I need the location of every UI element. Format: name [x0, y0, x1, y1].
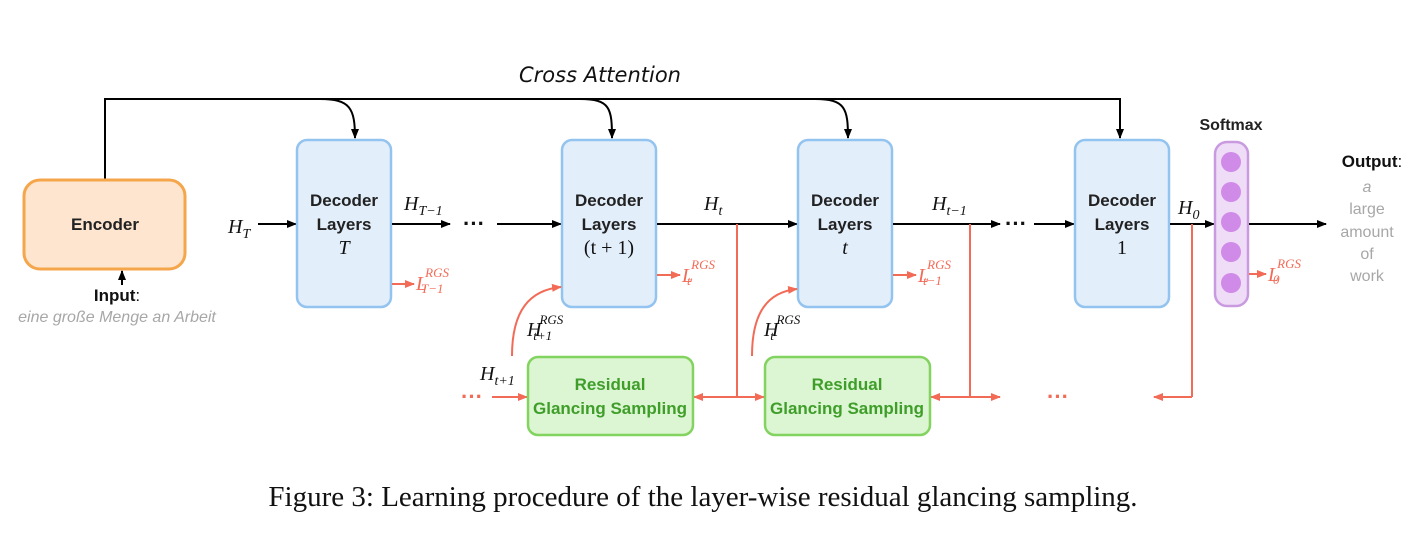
rgs-box-2: [763, 355, 932, 437]
decoder-T-index: T: [338, 237, 351, 259]
input-label: Input: [94, 286, 136, 305]
softmax-dot: [1221, 242, 1241, 262]
decoder-t-index: t: [842, 237, 848, 259]
decoder-t-plus-1-line1: Decoder: [575, 191, 643, 210]
softmax-label: Softmax: [1199, 117, 1262, 134]
output-word: of: [1360, 246, 1374, 263]
decoder-box-t-plus-1: [560, 138, 658, 309]
ellipsis-right: ···: [1047, 384, 1069, 409]
decoder-t-plus-1-index: (t + 1): [584, 237, 634, 259]
h-t-minus-1-label: Ht−1: [931, 193, 967, 219]
decoder-box-1: [1073, 138, 1171, 309]
decoder-1-line1: Decoder: [1088, 191, 1156, 210]
output-label: Output: [1342, 152, 1398, 171]
rgs-box-1: [526, 355, 695, 437]
cross-attention-label: Cross Attention: [519, 63, 681, 87]
decoder-t-plus-1-line2: Layers: [582, 215, 637, 234]
softmax-dot: [1221, 212, 1241, 232]
h-T-minus-1-label: HT−1: [403, 193, 443, 219]
ellipsis-1: ···: [463, 211, 485, 236]
output-word: large: [1349, 201, 1385, 218]
decoder-T-line2: Layers: [317, 215, 372, 234]
output-colon: :: [1397, 152, 1402, 171]
input-label-group: Input:: [94, 286, 140, 305]
decoder-t-line2: Layers: [818, 215, 873, 234]
output-word: amount: [1340, 224, 1394, 241]
cross-attention-connector: [104, 98, 1124, 180]
rgs-box-2-line2: Glancing Sampling: [770, 399, 924, 418]
h-t-label: Ht: [703, 193, 723, 219]
softmax-dot: [1221, 182, 1241, 202]
figure-caption: Figure 3: Learning procedure of the laye…: [268, 481, 1137, 513]
residual-connectors: [492, 224, 1193, 401]
output-word: work: [1349, 268, 1385, 285]
decoder-box-T: [295, 138, 393, 309]
decoder-box-t: [796, 138, 894, 309]
decoder-1-index: 1: [1117, 237, 1127, 259]
encoder-box: [22, 178, 187, 271]
rgs-box-2-line1: Residual: [812, 375, 883, 394]
rgs-box-1-line2: Glancing Sampling: [533, 399, 687, 418]
output-word: a: [1363, 179, 1372, 196]
rgs-box-1-line1: Residual: [575, 375, 646, 394]
decoder-T-line1: Decoder: [310, 191, 378, 210]
decoder-1-line2: Layers: [1095, 215, 1150, 234]
softmax-dot: [1221, 273, 1241, 293]
h-T-label: HT: [227, 216, 251, 242]
output-label-group: Output:: [1342, 152, 1402, 171]
input-text: eine große Menge an Arbeit: [18, 309, 216, 326]
ellipsis-2: ···: [1005, 211, 1027, 236]
encoder-label: Encoder: [71, 215, 139, 234]
input-colon: :: [135, 286, 140, 305]
softmax-dot: [1221, 152, 1241, 172]
h-0-label: H0: [1177, 197, 1199, 223]
h-t-plus-1-label: Ht+1: [479, 363, 515, 389]
ellipsis-left: ···: [461, 384, 483, 409]
decoder-t-line1: Decoder: [811, 191, 879, 210]
